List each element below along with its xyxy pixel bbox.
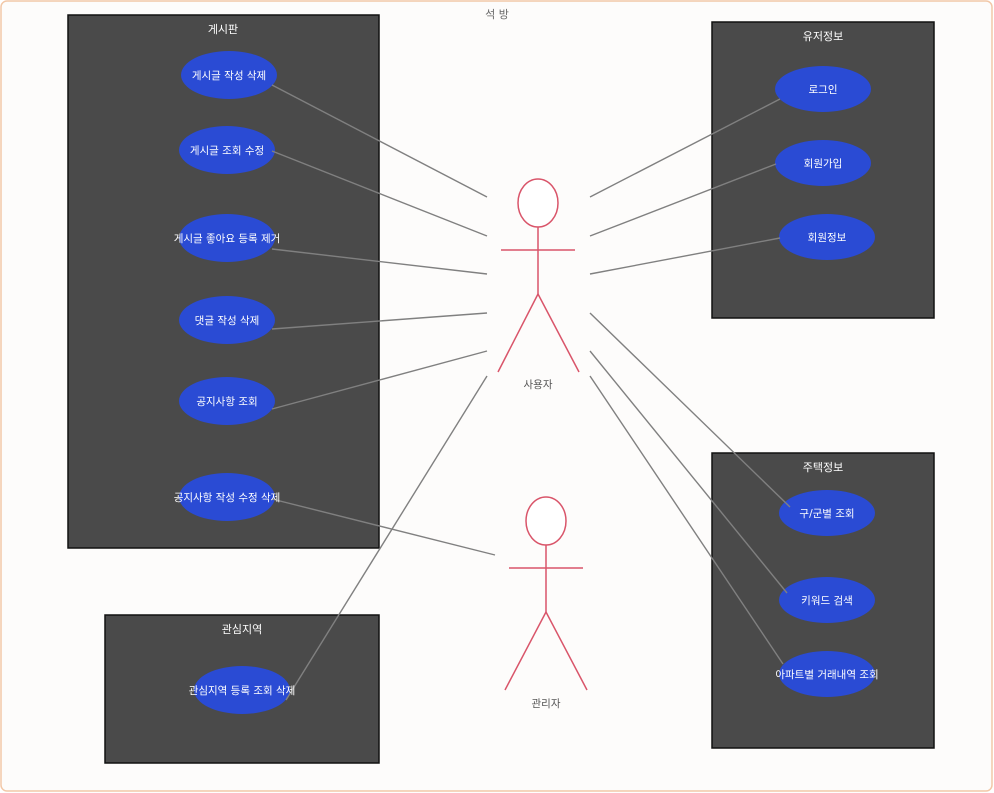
package-board-box: [67, 14, 380, 549]
actor-admin-right-leg: [545, 611, 588, 691]
use-case-board-4-shape[interactable]: [179, 296, 275, 344]
use-case-interest-1-shape[interactable]: [194, 666, 290, 714]
use-case-housing-2: 키워드 검색: [801, 594, 853, 607]
package-board-title: 게시판: [208, 23, 238, 36]
actor-admin-head: [525, 496, 567, 546]
use-case-user-info-1-shape[interactable]: [775, 66, 871, 112]
use-case-housing-2-shape[interactable]: [779, 577, 875, 623]
associations: [271, 84, 791, 701]
association-user-board-2: [271, 150, 488, 237]
package-board[interactable]: 게시판: [67, 14, 380, 549]
association-user-userinfo-3: [589, 237, 781, 275]
use-case-board-6: 공지사항 작성 수정 삭제: [174, 492, 281, 504]
use-case-user-info-2-shape[interactable]: [775, 140, 871, 186]
actor-admin-label: 관리자: [532, 698, 561, 710]
actor-user-label: 사용자: [524, 379, 553, 391]
actor-admin-left-leg: [504, 611, 547, 691]
actor-user[interactable]: 사용자: [497, 178, 580, 391]
association-user-userinfo-1: [589, 98, 781, 198]
use-case-interest-1: 관심지역 등록 조회 삭제: [189, 685, 296, 697]
use-case-housing-3-shape[interactable]: [779, 651, 875, 697]
package-user-info-title: 유저정보: [803, 30, 843, 43]
association-user-userinfo-2: [589, 163, 777, 237]
use-case-user-info-3: 회원정보: [808, 232, 847, 244]
association-user-board-3: [271, 248, 488, 275]
use-case-board-4: 댓글 작성 삭제: [195, 315, 260, 327]
use-case-user-info-1: 로그인: [809, 84, 838, 96]
association-user-housing-3: [589, 375, 784, 665]
use-case-housing-3: 아파트별 거래내역 조회: [775, 669, 878, 681]
use-case-board-1: 게시글 작성 삭제: [192, 70, 266, 82]
association-user-board-4: [271, 312, 488, 330]
package-housing-title: 주택정보: [803, 461, 843, 474]
use-case-user-info-2: 회원가입: [804, 157, 843, 170]
use-case-board-2-shape[interactable]: [179, 126, 275, 174]
diagram-title: 석 방: [485, 8, 509, 21]
use-case-board-1-shape[interactable]: [181, 51, 277, 99]
association-user-housing-1: [589, 312, 791, 508]
use-case-user-info-3-shape[interactable]: [779, 214, 875, 260]
use-case-housing-1: 구/군별 조회: [799, 508, 854, 520]
use-case-board-5: 공지사항 조회: [196, 396, 257, 408]
use-case-board-2: 게시글 조회 수정: [190, 145, 264, 157]
actor-user-right-leg: [537, 293, 580, 373]
use-case-board-5-shape[interactable]: [179, 377, 275, 425]
use-case-board-3: 게시글 좋아요 등록 제거: [174, 233, 281, 245]
use-case-board-3-shape[interactable]: [179, 214, 275, 262]
association-user-board-5: [271, 350, 488, 410]
association-user-board-1: [271, 84, 488, 198]
use-case-housing-1-shape[interactable]: [779, 490, 875, 536]
actor-admin[interactable]: 관리자: [504, 496, 588, 710]
association-admin-board-6: [271, 498, 496, 556]
association-user-interest-1: [285, 375, 488, 701]
use-case-board-6-shape[interactable]: [179, 473, 275, 521]
actor-user-left-leg: [497, 293, 539, 373]
package-interest-title: 관심지역: [222, 623, 262, 636]
actor-user-head: [517, 178, 559, 228]
association-user-housing-2: [589, 350, 788, 594]
